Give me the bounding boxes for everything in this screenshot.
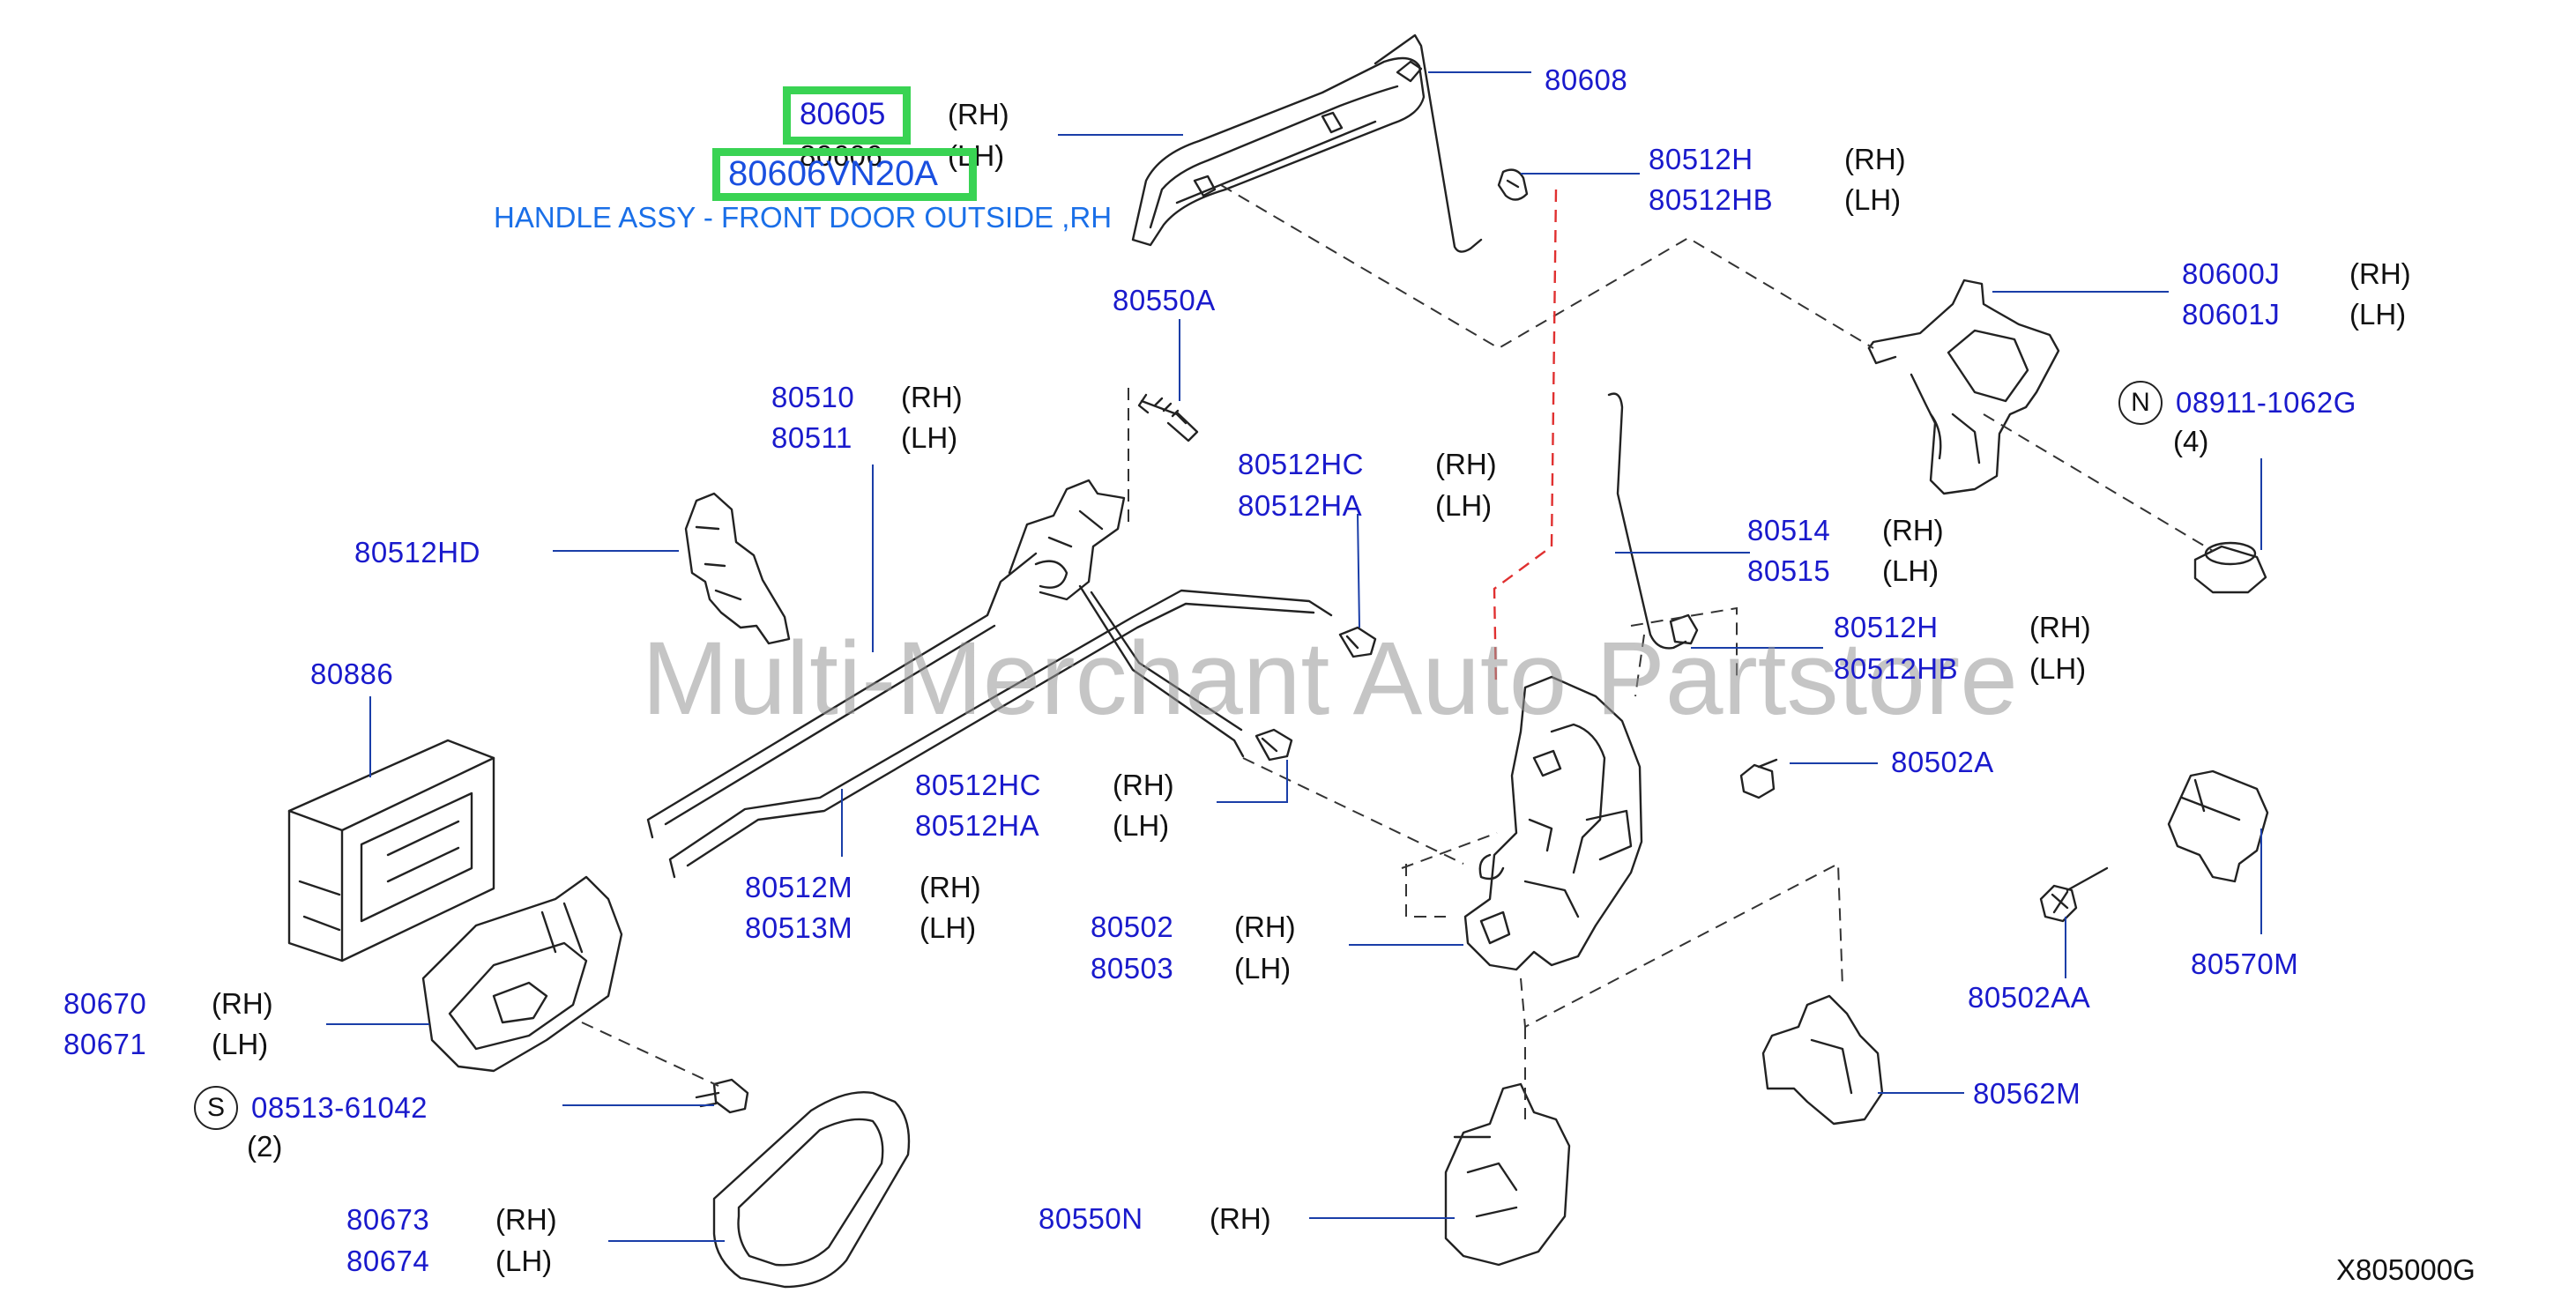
- side-lh: (LH): [2349, 298, 2407, 331]
- rod-80510-part: [646, 552, 1038, 839]
- marker-s: S: [194, 1086, 238, 1130]
- screw-80502AA-part: [2039, 866, 2109, 923]
- actuator-80550N-part: [1444, 1082, 1571, 1267]
- marker-n: N: [2118, 381, 2163, 425]
- bracket-80562M-part: [1761, 994, 1884, 1126]
- label-80502[interactable]: 80502: [1091, 910, 1174, 943]
- side-rh: (RH): [1435, 448, 1497, 480]
- side-lh: (LH): [1435, 489, 1493, 522]
- label-80502AA[interactable]: 80502AA: [1968, 981, 2091, 1014]
- diagram-code: X805000G: [2336, 1253, 2475, 1286]
- label-80512H-upper[interactable]: 80512H: [1649, 143, 1753, 175]
- label-80886[interactable]: 80886: [310, 658, 394, 690]
- rod-80512M-inner: [686, 602, 1315, 867]
- label-80608[interactable]: 80608: [1545, 63, 1628, 96]
- label-80512H-lower[interactable]: 80512H: [1834, 611, 1939, 643]
- nut-08911-part: [2193, 541, 2267, 594]
- rod-80514-part: [1607, 392, 1687, 650]
- clip-80512HC-upper-part: [1338, 626, 1377, 658]
- watermark: Multi-Merchant Auto Partstore: [642, 621, 2018, 737]
- label-80674[interactable]: 80674: [346, 1245, 430, 1277]
- label-08513-61042[interactable]: 08513-61042: [251, 1091, 428, 1124]
- label-80670[interactable]: 80670: [63, 987, 147, 1020]
- bracket-80600J-part: [1867, 279, 2060, 495]
- side-lh: (LH): [2029, 652, 2087, 685]
- label-80601J[interactable]: 80601J: [2182, 298, 2281, 331]
- rod-80510-inner: [664, 624, 996, 826]
- label-80671[interactable]: 80671: [63, 1028, 147, 1060]
- outside-handle-part: [1131, 56, 1426, 247]
- label-80512HA-lower[interactable]: 80512HA: [915, 809, 1040, 842]
- door-lock-80502-part: [1463, 675, 1643, 971]
- side-lh: (LH): [1234, 952, 1292, 985]
- inside-handle-80670-part: [421, 875, 623, 1073]
- quantity-4: (4): [2173, 425, 2209, 457]
- side-rh: (RH): [1882, 514, 1944, 546]
- label-80570M[interactable]: 80570M: [2191, 948, 2299, 980]
- quantity-2: (2): [247, 1130, 283, 1163]
- label-80550N[interactable]: 80550N: [1039, 1202, 1143, 1235]
- side-lh: (LH): [1113, 809, 1170, 842]
- side-lh: (LH): [1882, 554, 1939, 587]
- side-rh: (RH): [1210, 1202, 1271, 1235]
- label-08911-1062G[interactable]: 08911-1062G: [2176, 386, 2356, 419]
- label-80512HC-upper[interactable]: 80512HC: [1238, 448, 1364, 480]
- label-80512HD[interactable]: 80512HD: [354, 536, 480, 569]
- label-80513M[interactable]: 80513M: [745, 911, 853, 944]
- rod-80512M-part: [668, 589, 1333, 879]
- label-80673[interactable]: 80673: [346, 1203, 430, 1236]
- label-80515[interactable]: 80515: [1747, 554, 1831, 587]
- side-rh: (RH): [901, 381, 963, 413]
- side-lh: (LH): [901, 421, 958, 454]
- side-rh: (RH): [1844, 143, 1906, 175]
- highlight-vin-part[interactable]: 80606VN20A: [728, 154, 938, 193]
- clip-80512HC-lower-part: [1254, 728, 1293, 762]
- side-rh: (RH): [2029, 611, 2091, 643]
- screw-80502A-part: [1739, 758, 1778, 799]
- side-rh: (RH): [1113, 769, 1174, 801]
- escutcheon-80673-part: [712, 1091, 911, 1289]
- bracket-80570M-part: [2167, 769, 2269, 883]
- rod-80608-part: [1374, 33, 1483, 253]
- pad-80886-part: [287, 739, 495, 962]
- label-80512HA-upper[interactable]: 80512HA: [1238, 489, 1363, 522]
- label-80512HC-lower[interactable]: 80512HC: [915, 769, 1041, 801]
- label-80514[interactable]: 80514: [1747, 514, 1831, 546]
- label-80512HB-lower[interactable]: 80512HB: [1834, 652, 1959, 685]
- label-80512M[interactable]: 80512M: [745, 871, 853, 903]
- label-80600J[interactable]: 80600J: [2182, 257, 2281, 290]
- label-80550A[interactable]: 80550A: [1113, 284, 1216, 316]
- side-lh: (LH): [495, 1245, 553, 1277]
- side-lh: (LH): [212, 1028, 269, 1060]
- label-80503[interactable]: 80503: [1091, 952, 1174, 985]
- clip-80512H-part: [1497, 168, 1529, 201]
- bolt-80550A-part: [1137, 393, 1199, 442]
- clip-80512HD-part: [684, 492, 791, 645]
- highlight-part-number[interactable]: 80605: [800, 97, 886, 131]
- highlight-box-vin-part: [712, 148, 977, 201]
- side-rh: (RH): [495, 1203, 557, 1236]
- side-lh: (LH): [1844, 183, 1902, 216]
- highlight-box-part-number: [783, 86, 911, 145]
- part-description: HANDLE ASSY - FRONT DOOR OUTSIDE ,RH: [494, 201, 1113, 234]
- label-80511[interactable]: 80511: [771, 421, 852, 454]
- side-lh: (LH): [919, 911, 977, 944]
- label-80502A[interactable]: 80502A: [1891, 746, 1994, 778]
- side-rh: (RH): [948, 98, 1009, 130]
- label-80562M[interactable]: 80562M: [1973, 1077, 2081, 1110]
- screw-08513-part: [695, 1078, 749, 1114]
- side-rh: (RH): [2349, 257, 2411, 290]
- latch-linkage-part: [1008, 479, 1245, 758]
- red-dashed-link: [1493, 189, 1558, 688]
- clip-80512H-lower-part: [1669, 613, 1699, 645]
- side-rh: (RH): [919, 871, 981, 903]
- side-rh: (RH): [212, 987, 273, 1020]
- label-80512HB-upper[interactable]: 80512HB: [1649, 183, 1774, 216]
- label-80510[interactable]: 80510: [771, 381, 855, 413]
- side-rh: (RH): [1234, 910, 1296, 943]
